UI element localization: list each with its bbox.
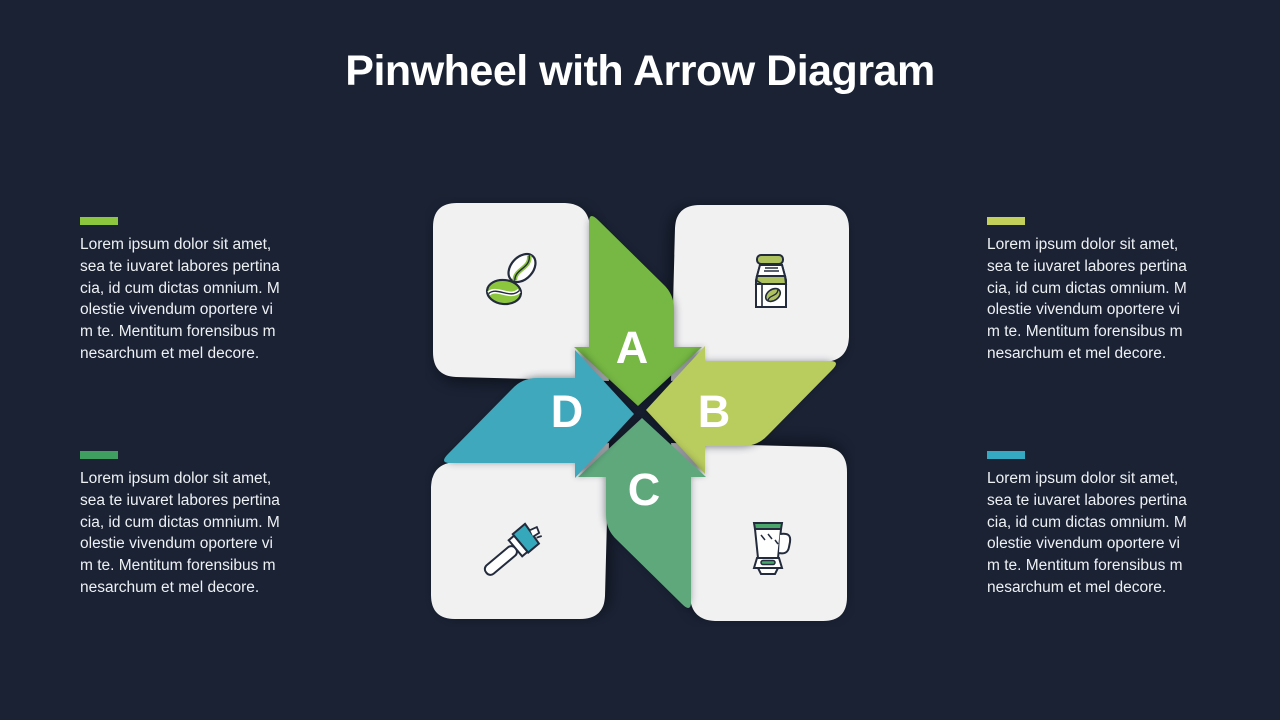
text-line: m te. Mentitum forensibus m (987, 323, 1183, 341)
arrow-label-c: C (628, 464, 661, 515)
accent-bar (987, 217, 1025, 225)
text-line: sea te iuvaret labores pertina (80, 491, 280, 509)
text-line: Lorem ipsum dolor sit amet, (987, 236, 1179, 253)
pinwheel-diagram: A B C D (431, 203, 849, 621)
arrows-layer: A B C D (443, 215, 837, 609)
text-line: nesarchum et mel decore. (80, 578, 260, 596)
text-line: nesarchum et mel decore. (80, 344, 260, 362)
arrow-label-d: D (551, 386, 584, 437)
text-line: m te. Mentitum forensibus m (80, 557, 276, 575)
text-line: Lorem ipsum dolor sit amet, (987, 470, 1179, 487)
text-line: sea te iuvaret labores pertina (80, 257, 280, 275)
text-block-bottom-right: Lorem ipsum dolor sit amet, sea te iuvar… (987, 451, 1227, 599)
text-line: Lorem ipsum dolor sit amet, (80, 236, 272, 253)
arrow-label-b: B (698, 386, 731, 437)
accent-bar (80, 451, 118, 459)
text-line: olestie vivendum oportere vi (987, 535, 1180, 553)
text-line: nesarchum et mel decore. (987, 344, 1167, 362)
accent-bar (987, 451, 1025, 459)
blender-icon (752, 522, 792, 575)
text-block-body: Lorem ipsum dolor sit amet, sea te iuvar… (80, 468, 320, 599)
text-line: m te. Mentitum forensibus m (987, 557, 1183, 575)
text-line: m te. Mentitum forensibus m (80, 323, 276, 341)
coffee-beans-icon (485, 252, 537, 306)
text-block-top-right: Lorem ipsum dolor sit amet, sea te iuvar… (987, 217, 1227, 365)
arrow-label-a: A (616, 322, 649, 373)
text-block-body: Lorem ipsum dolor sit amet, sea te iuvar… (80, 234, 320, 365)
text-line: cia, id cum dictas omnium. M (80, 513, 280, 531)
text-line: olestie vivendum oportere vi (80, 301, 273, 319)
icons-layer (483, 252, 792, 576)
portafilter-icon (483, 522, 543, 576)
text-line: olestie vivendum oportere vi (987, 301, 1180, 319)
text-block-bottom-left: Lorem ipsum dolor sit amet, sea te iuvar… (80, 451, 320, 599)
text-line: nesarchum et mel decore. (987, 578, 1167, 596)
text-block-body: Lorem ipsum dolor sit amet, sea te iuvar… (987, 468, 1227, 599)
coffee-bag-icon (754, 254, 788, 308)
text-line: cia, id cum dictas omnium. M (80, 279, 280, 297)
text-line: cia, id cum dictas omnium. M (987, 279, 1187, 297)
accent-bar (80, 217, 118, 225)
text-line: sea te iuvaret labores pertina (987, 491, 1187, 509)
text-line: cia, id cum dictas omnium. M (987, 513, 1187, 531)
text-block-body: Lorem ipsum dolor sit amet, sea te iuvar… (987, 234, 1227, 365)
text-line: olestie vivendum oportere vi (80, 535, 273, 553)
text-line: sea te iuvaret labores pertina (987, 257, 1187, 275)
text-line: Lorem ipsum dolor sit amet, (80, 470, 272, 487)
page-title: Pinwheel with Arrow Diagram (345, 47, 935, 95)
text-block-top-left: Lorem ipsum dolor sit amet, sea te iuvar… (80, 217, 320, 365)
